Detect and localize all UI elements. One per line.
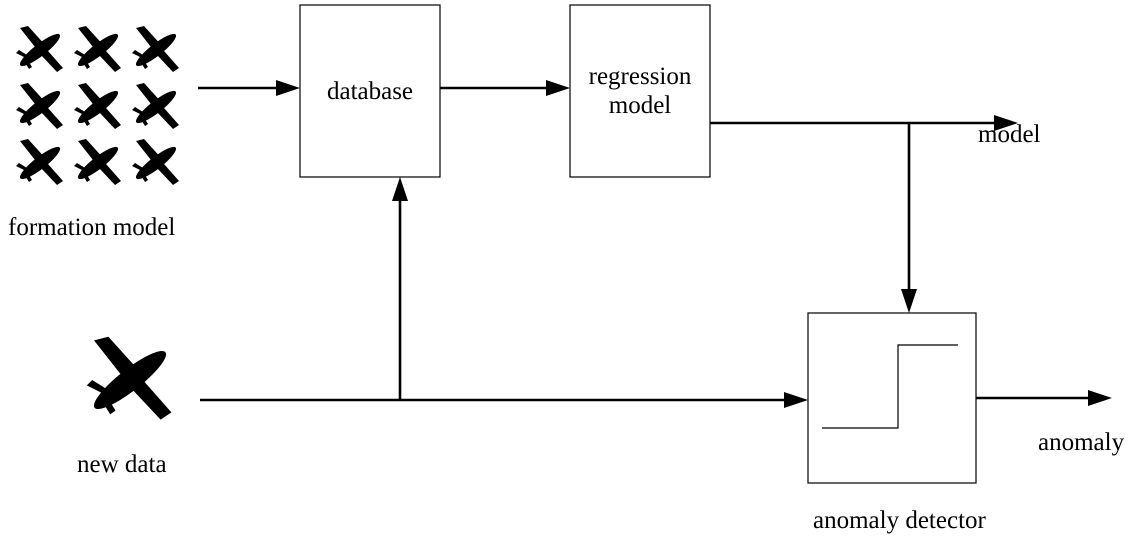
anomaly-detector-box — [807, 312, 977, 484]
anomaly-detector-label: anomaly detector — [813, 507, 986, 534]
step-function-icon — [822, 344, 958, 429]
arrowhead — [546, 80, 570, 96]
airplane-fleet-icon — [16, 26, 180, 185]
database-label-text: database — [326, 77, 414, 105]
arrowhead — [994, 115, 1018, 131]
database-label: database — [300, 5, 440, 177]
arrowhead — [276, 80, 300, 96]
regression-label-line1: regression — [588, 63, 692, 90]
model-output-label: model — [978, 121, 1041, 148]
arrowhead — [784, 392, 808, 408]
arrowhead — [1088, 390, 1112, 406]
database-box — [299, 4, 441, 178]
new-data-label: new data — [77, 451, 167, 478]
regression-label-line2: model — [608, 92, 672, 119]
regression-model-label: regression model — [570, 5, 710, 177]
arrowhead — [901, 289, 917, 313]
formation-model-label: formation model — [8, 214, 176, 241]
arrowhead — [392, 177, 408, 201]
anomaly-output-label: anomaly — [1038, 429, 1125, 456]
airplane-icon — [86, 336, 173, 420]
regression-model-box — [569, 4, 711, 178]
